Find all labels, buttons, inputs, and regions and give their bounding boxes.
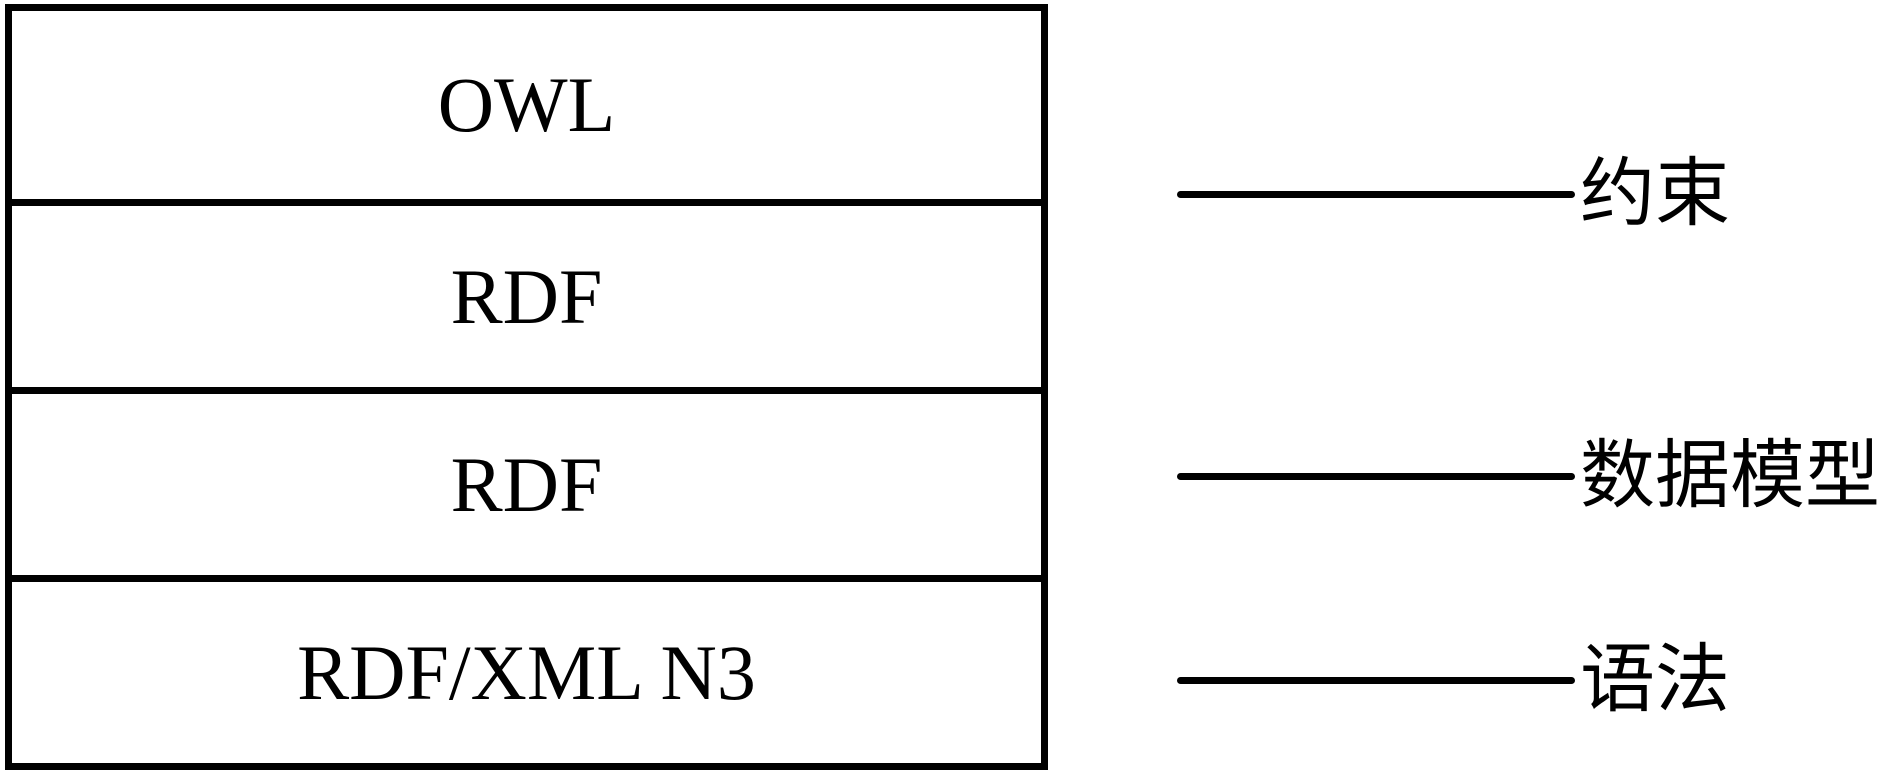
layer-rdf-label: RDF <box>450 440 603 528</box>
legend-connector-line <box>1177 676 1575 684</box>
layer-owl: OWL <box>12 11 1041 199</box>
legend-item-constraint: 约束 <box>1177 149 1730 239</box>
legend-item-data-model: 数据模型 <box>1177 431 1880 521</box>
layer-owl-label: OWL <box>437 61 616 148</box>
legend-connector-line <box>1177 190 1575 198</box>
layer-stack-box: OWL RDF RDF RDF/XML N3 <box>5 4 1048 770</box>
layer-rdf-schema: RDF <box>12 199 1041 387</box>
legend-item-syntax: 语法 <box>1177 635 1730 725</box>
legend-label-constraint: 约束 <box>1580 152 1731 236</box>
legend-connector-line <box>1177 472 1575 480</box>
legend-label-syntax: 语法 <box>1580 638 1731 722</box>
layer-rdf-schema-label: RDF <box>450 252 603 340</box>
legend-label-data-model: 数据模型 <box>1580 434 1881 518</box>
layer-rdf: RDF <box>12 387 1041 575</box>
layer-rdf-xml-n3-label: RDF/XML N3 <box>297 628 756 716</box>
layer-rdf-xml-n3: RDF/XML N3 <box>12 575 1041 763</box>
